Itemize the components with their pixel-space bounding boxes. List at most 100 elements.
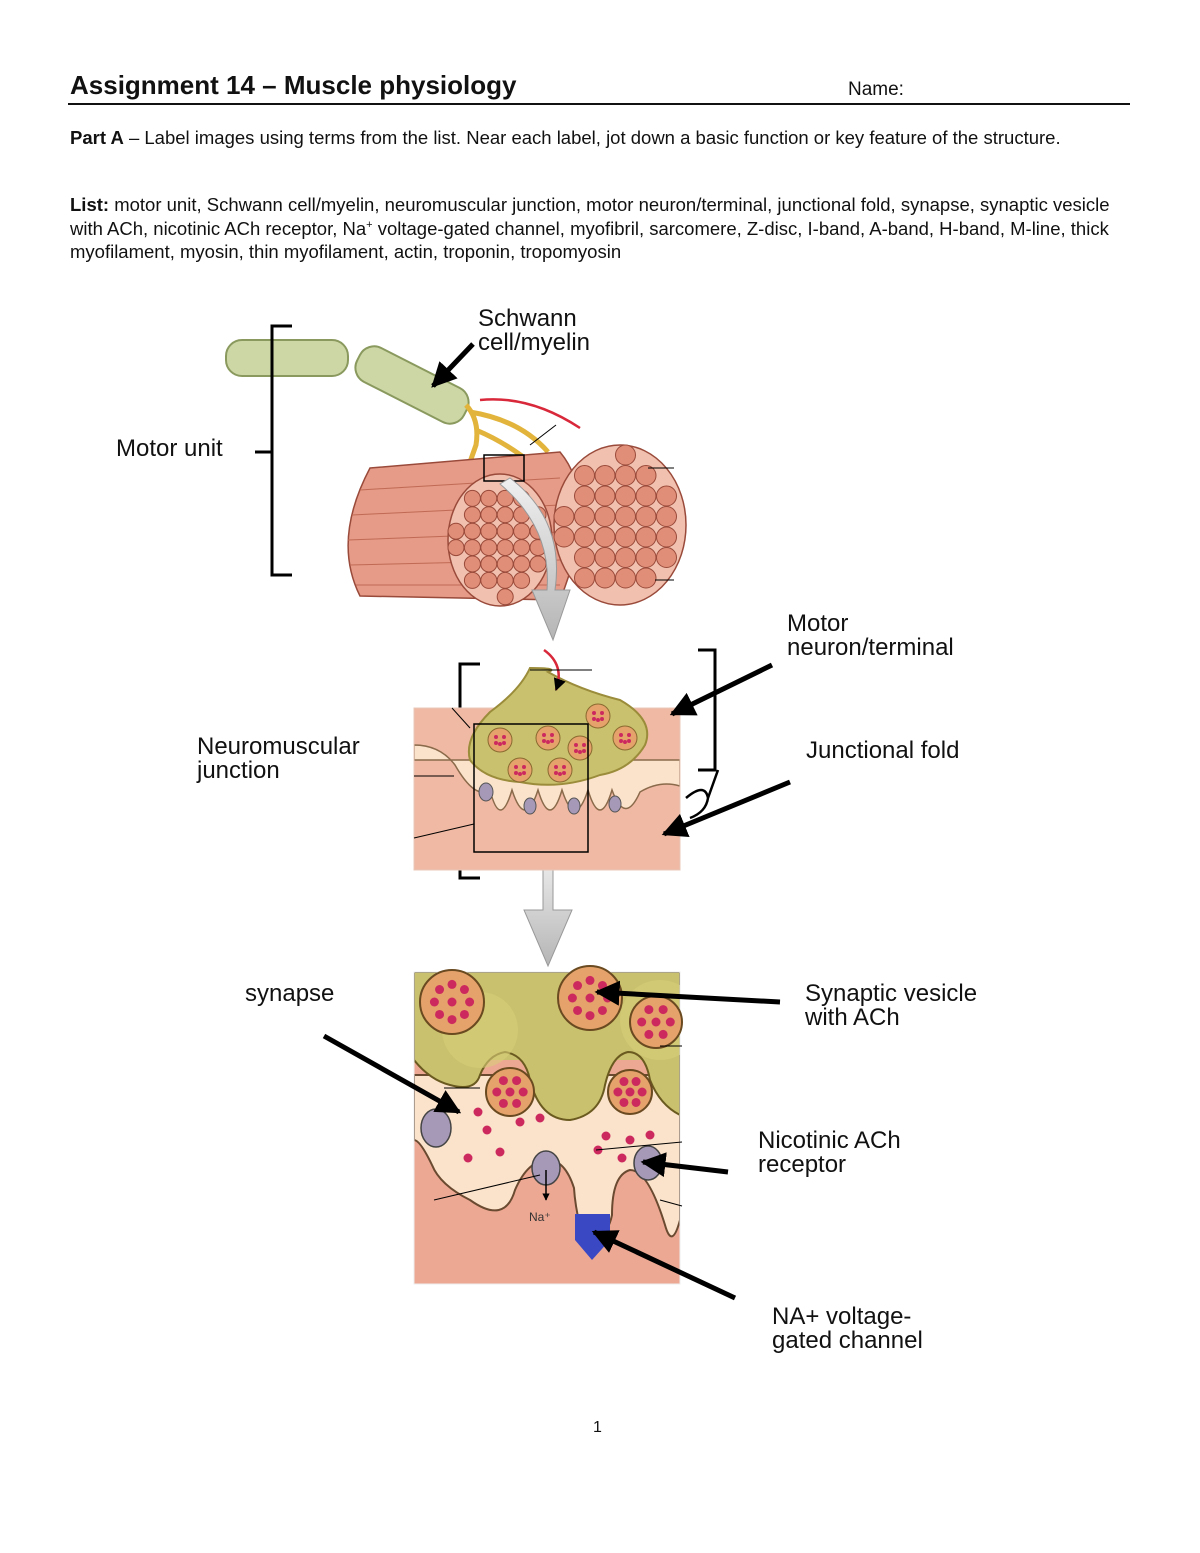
receptor-icons — [478, 782, 622, 815]
part-a-label: Part A — [70, 127, 124, 148]
myofibril-end — [480, 506, 498, 524]
myofibril-end — [463, 539, 481, 557]
acetylcholine-molecule — [429, 997, 439, 1007]
acetylcholine-molecule — [447, 1015, 457, 1025]
synaptic-vesicle — [567, 735, 593, 761]
synaptic-vesicles — [487, 703, 638, 783]
acetylcholine-molecule — [514, 771, 518, 775]
acetylcholine-molecule — [619, 733, 623, 737]
myofibril-end — [513, 555, 531, 573]
term-list-superscript: + — [366, 218, 373, 231]
acetylcholine-molecule — [592, 717, 596, 721]
myofibril-end — [480, 522, 498, 540]
myofibril-end — [574, 547, 595, 568]
acetylcholine-molecule — [585, 1011, 595, 1021]
myofibril-end — [656, 547, 677, 568]
acetylcholine-molecule — [658, 1005, 668, 1015]
acetylcholine-molecule — [502, 741, 506, 745]
acetylcholine-molecule — [435, 985, 445, 995]
acetylcholine-molecule — [558, 772, 562, 776]
acetylcholine-molecule — [625, 1087, 635, 1097]
acetylcholine-molecule — [597, 1005, 607, 1015]
acetylcholine-molecule — [550, 733, 554, 737]
myofibril-end — [496, 555, 514, 573]
term-list: List: motor unit, Schwann cell/myelin, n… — [70, 193, 1130, 264]
myofibril-end — [496, 588, 514, 606]
acetylcholine-molecule — [644, 1005, 654, 1015]
synaptic-vesicle — [547, 757, 573, 783]
acetylcholine-molecule — [619, 1097, 629, 1107]
myofibril-end — [574, 465, 595, 486]
acetylcholine-molecule — [597, 981, 607, 991]
acetylcholine-molecule — [473, 1107, 483, 1117]
junctional-fold-label: Junctional fold — [806, 737, 960, 764]
ion-label: Na⁺ — [529, 1210, 551, 1224]
acetylcholine-molecule — [578, 750, 582, 754]
synaptic-vesicle — [535, 725, 561, 751]
acetylcholine-molecule — [644, 1029, 654, 1039]
myofibril-end — [656, 506, 677, 527]
synaptic-vesicle — [612, 725, 638, 751]
myofibril-end — [496, 539, 514, 557]
motor-unit-label: Motor unit — [116, 435, 223, 462]
myofibril-end — [513, 571, 531, 589]
acetylcholine-molecule — [494, 741, 498, 745]
nmj-leader-lines — [413, 669, 592, 839]
signal-arrow — [543, 648, 566, 692]
acetylcholine-molecule — [600, 711, 604, 715]
synaptic-vesicle — [487, 727, 513, 753]
na-channel-label: NA+ voltage-gated channel — [772, 1303, 923, 1354]
myofibril-end — [635, 567, 657, 589]
myofibril-end — [594, 567, 616, 589]
myofibril-end — [496, 506, 514, 524]
acetylcholine-molecule — [600, 717, 604, 721]
acetylcholine-molecule — [631, 1077, 641, 1087]
myofibril-end — [594, 526, 616, 548]
part-a-text: – Label images using terms from the list… — [123, 127, 1061, 148]
leader-line — [529, 424, 557, 446]
acetylcholine-molecule — [492, 1087, 502, 1097]
acetylcholine-molecule — [665, 1017, 675, 1027]
myofibril-end — [635, 485, 657, 507]
myelin-segment — [225, 339, 349, 377]
myofibril-end — [513, 539, 531, 557]
myofibril-end — [447, 539, 465, 557]
zoom-box — [473, 723, 589, 853]
acetylcholine-molecule — [447, 997, 457, 1007]
synapse-leader-lines — [433, 1045, 683, 1207]
myofibril-end — [480, 555, 498, 573]
myofibril-end — [496, 522, 514, 540]
myofibril-end — [574, 567, 595, 589]
acetylcholine-molecule — [596, 718, 600, 722]
myofibril-end — [574, 526, 595, 548]
acetylcholine-molecule — [435, 1009, 445, 1019]
acetylcholine-molecule — [585, 975, 595, 985]
myofibril-end — [615, 547, 636, 568]
term-list-text-1: motor unit, Schwann cell/myelin, neuromu… — [70, 194, 1110, 239]
acetylcholine-molecule — [637, 1017, 647, 1027]
acetylcholine-molecule — [505, 1087, 515, 1097]
acetylcholine-molecule — [625, 1135, 635, 1145]
acetylcholine-molecule — [535, 1113, 545, 1123]
myofibril-end — [635, 526, 657, 548]
acetylcholine-molecule — [574, 743, 578, 747]
myofibril-end — [615, 485, 636, 507]
acetylcholine-molecule — [518, 772, 522, 776]
zoom-arrow — [499, 477, 571, 642]
axon-terminal — [468, 666, 649, 786]
zoom-box — [483, 454, 525, 482]
myelin-segment — [354, 345, 470, 425]
name-field-label: Name: — [848, 79, 904, 100]
acetylcholine-molecule — [619, 1077, 629, 1087]
header-rule — [68, 103, 1130, 105]
myofibril-end — [635, 506, 657, 527]
acetylcholine-molecule — [514, 765, 518, 769]
junctional-fold-bracket — [685, 769, 720, 820]
motor-unit-diagram — [225, 339, 687, 607]
myofibril-end — [529, 555, 547, 573]
acetylcholine-molecule — [447, 979, 457, 989]
part-a-instructions: Part A – Label images using terms from t… — [70, 126, 1130, 150]
